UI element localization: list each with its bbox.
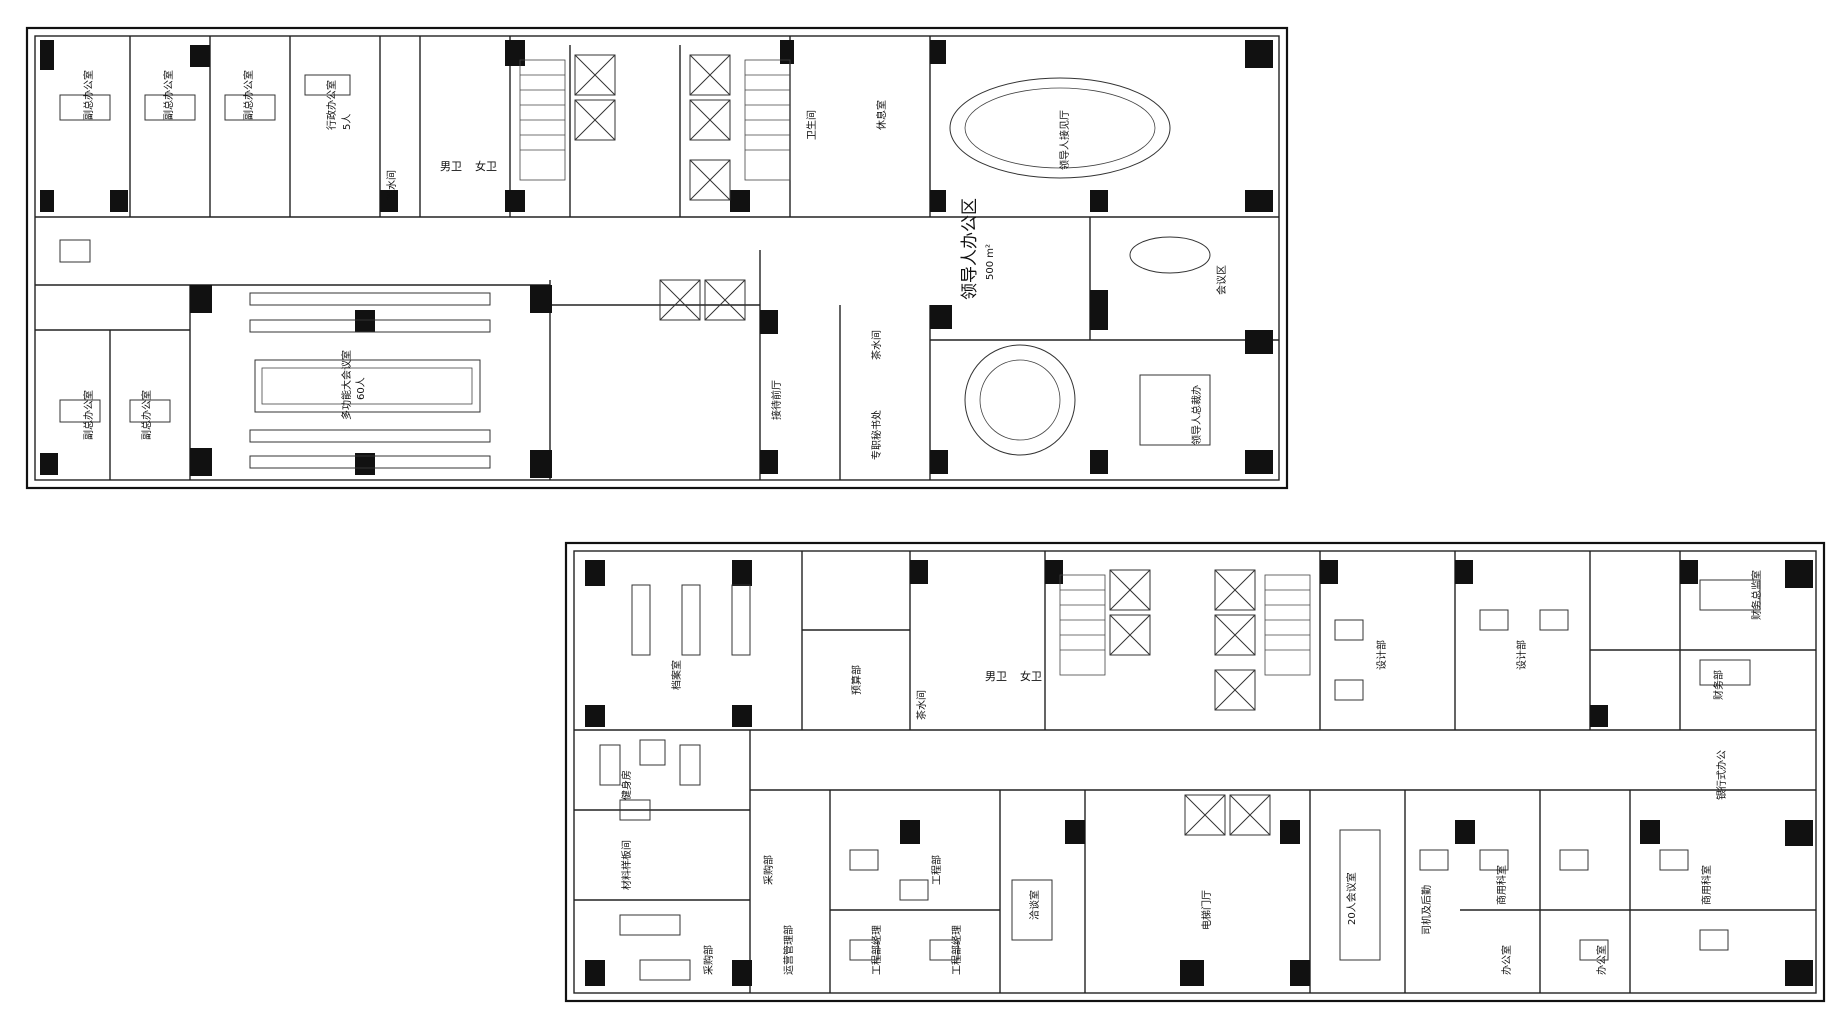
room-label: 男卫 xyxy=(440,160,462,173)
room-label: 银行式办公 xyxy=(1715,750,1728,800)
floor-plan-upper xyxy=(25,26,1289,490)
room-label: 行政办公室 xyxy=(325,80,338,130)
room-label: 领导人办公区 xyxy=(960,198,980,300)
room-label: 副总办公室 xyxy=(140,390,153,440)
room-label: 领导人接见厅 xyxy=(1058,110,1071,170)
room-label: 设计部 xyxy=(1515,640,1528,670)
room-label: 副总办公室 xyxy=(82,390,95,440)
room-label: 茶水间 xyxy=(870,330,883,360)
room-label: 采购部 xyxy=(702,945,715,975)
room-label: 女卫 xyxy=(475,159,497,173)
room-labels-lower: 档案室 健身房 材料样板间 采购部 采购部 运营管理部 工程部 工程部经理 工程… xyxy=(620,570,1763,975)
room-label: 茶水间 xyxy=(915,690,928,720)
room-label: 副总办公室 xyxy=(162,70,175,120)
room-label: 茶水间 xyxy=(385,170,398,200)
room-label: 女卫 xyxy=(1020,669,1042,683)
room-label: 副总办公室 xyxy=(82,70,95,120)
room-label: 办公室 xyxy=(1500,945,1513,975)
room-label: 运营管理部 xyxy=(782,925,795,975)
inner-wall xyxy=(34,35,1280,481)
room-labels-upper: 副总办公室 副总办公室 副总办公室 行政办公室 5人 男卫 女卫 茶水间 卫生间… xyxy=(82,70,1228,460)
room-label: 商用科室 xyxy=(1700,865,1713,905)
room-label: 副总办公室 xyxy=(242,70,255,120)
room-label: 工程部 xyxy=(930,855,943,885)
room-label: 健身房 xyxy=(620,770,633,800)
room-label: 多功能大会议室 xyxy=(340,350,353,420)
room-label: 领导人总裁办 xyxy=(1190,385,1203,445)
room-sublabel: 500 m² xyxy=(985,244,996,280)
room-label: 男卫 xyxy=(985,670,1007,683)
room-label: 会议区 xyxy=(1215,265,1228,295)
room-label: 财务部 xyxy=(1712,670,1725,700)
room-label: 设计部 xyxy=(1375,640,1388,670)
room-label: 采购部 xyxy=(762,855,775,885)
room-sublabel: 5人 xyxy=(341,114,353,130)
room-label: 办公室 xyxy=(1595,945,1608,975)
room-label: 商用科室 xyxy=(1495,865,1508,905)
room-label: 专职秘书处 xyxy=(870,410,883,460)
room-label: 司机及后勤 xyxy=(1420,885,1433,935)
room-label: 材料样板间 xyxy=(620,840,633,890)
room-label: 财务总监室 xyxy=(1750,570,1763,620)
room-label: 接待前厅 xyxy=(770,380,783,420)
room-label: 工程部经理 xyxy=(950,925,963,975)
room-label: 洽谈室 xyxy=(1028,890,1041,920)
room-label: 工程部经理 xyxy=(870,925,883,975)
room-label: 20人会议室 xyxy=(1345,872,1358,925)
outer-wall xyxy=(25,26,1289,490)
room-label: 电梯门厅 xyxy=(1200,890,1213,930)
room-label: 休息室 xyxy=(875,100,888,130)
room-sublabel: 60人 xyxy=(355,377,367,400)
room-label: 档案室 xyxy=(670,660,683,690)
floor-plan-lower xyxy=(564,541,1826,1003)
room-label: 卫生间 xyxy=(805,110,818,140)
room-label: 预算部 xyxy=(850,665,863,695)
